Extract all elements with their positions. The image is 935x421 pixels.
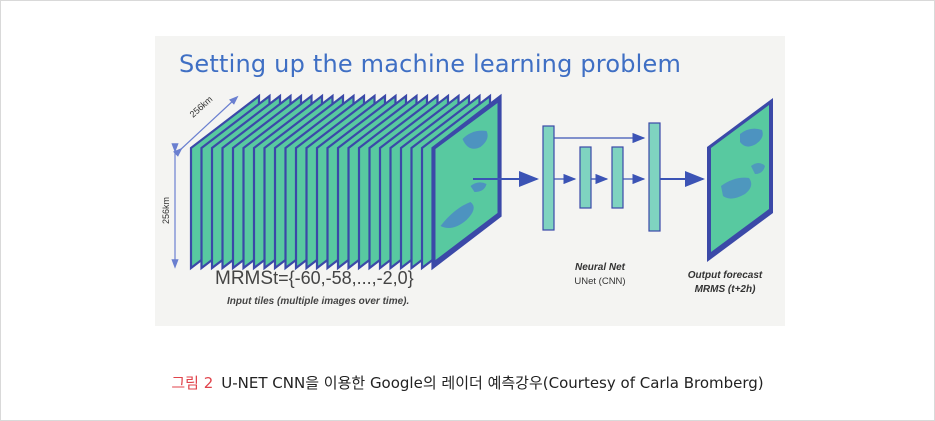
neural-net-label: Neural Net — [575, 262, 626, 273]
output-mrms-label: MRMS (t+2h) — [695, 284, 757, 295]
unet-encoder-bar — [542, 125, 555, 231]
radar-echo-blob — [470, 182, 487, 192]
unet-inner-bar-2 — [611, 146, 624, 209]
unet-cnn-label: UNet (CNN) — [574, 276, 625, 287]
height-dimension-label: 256km — [161, 197, 171, 224]
input-tile-stack — [189, 93, 502, 271]
caption-text: U-NET CNN을 이용한 Google의 레이더 예측강우(Courtesy… — [221, 374, 764, 392]
caption-figure-label: 그림 2 — [171, 374, 214, 392]
input-description: Input tiles (multiple images over time). — [227, 296, 409, 307]
radar-echo-blob — [440, 202, 474, 228]
unet-inner-bar-1 — [579, 146, 592, 209]
radar-echo-blob — [462, 130, 488, 149]
input-formula: MRMSt={-60,-58,...,-2,0} — [215, 268, 414, 289]
output-forecast-tile — [707, 98, 773, 262]
unet-decoder-bar — [648, 122, 661, 232]
output-forecast-label: Output forecast — [688, 270, 763, 281]
figure-caption: 그림 2 U-NET CNN을 이용한 Google의 레이더 예측강우(Cour… — [0, 372, 935, 393]
input-formula-time: t={-60,-58,...,-2,0} — [273, 268, 414, 288]
diagram-title: Setting up the machine learning problem — [179, 50, 682, 78]
diagram-slide: Setting up the machine learning problem … — [155, 36, 785, 326]
ml-pipeline-diagram: 256km 256km MRMSt={-60,-58,...,-2,0} Inp… — [161, 93, 773, 307]
width-dimension-arrow — [173, 95, 239, 157]
input-formula-prefix: MRMS — [215, 268, 273, 289]
width-dimension-label: 256km — [188, 94, 215, 120]
